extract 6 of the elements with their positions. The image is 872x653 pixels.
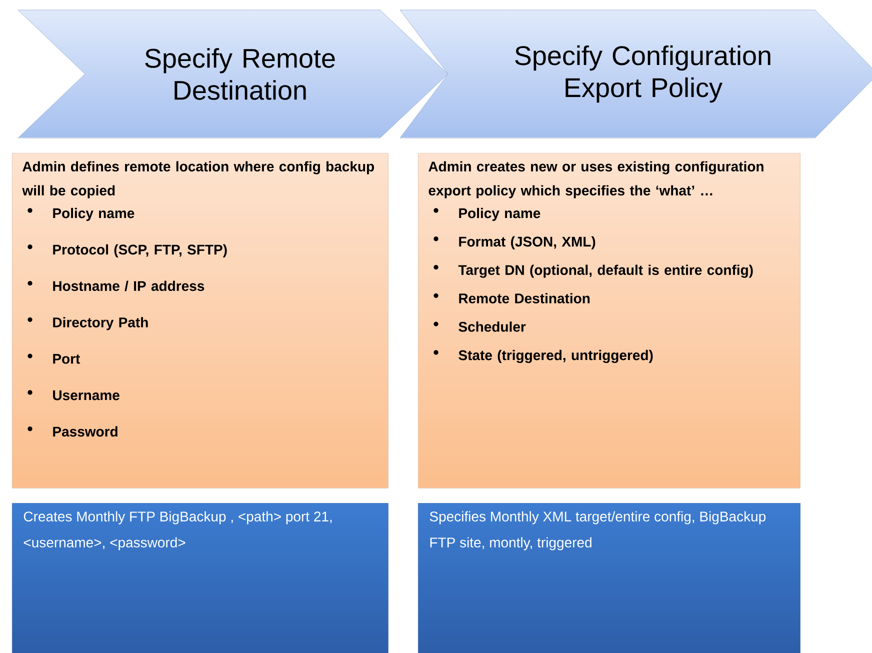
text-box: Specifies Monthly XML target/entire config, BigBackup FTP site, montly, triggered <box>418 503 800 653</box>
step-banner: Specify Configuration Export Policy <box>400 10 872 138</box>
text-box: Creates Monthly FTP BigBackup , <path> port 21, <username>, <password> <box>12 503 388 653</box>
text-box: Admin defines remote location where config backup will be copied Policy name Protocol (SCP, FTP, SFTP) Hostname / IP address Directory Path Port Username Password <box>12 153 388 488</box>
step-banner: Specify Remote Destination <box>18 10 448 138</box>
text-box: Admin creates new or uses existing configuration export policy which specifies the ‘what’ … Policy name Format (JSON, XML) Target DN (optional, default is entire config) Remote Destination Scheduler State (triggered, untriggered) <box>418 153 800 488</box>
